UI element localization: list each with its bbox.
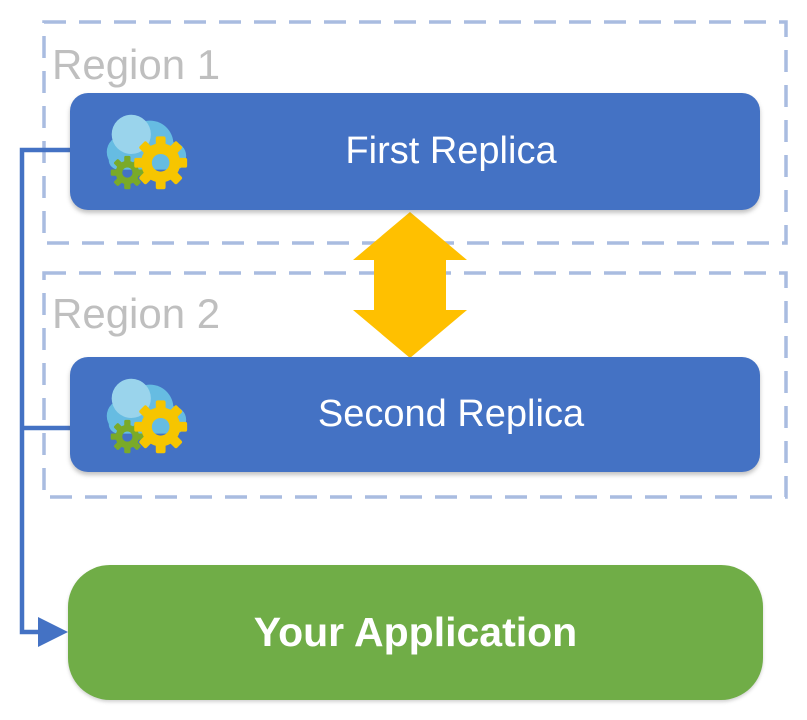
region-1-label: Region 1: [52, 41, 221, 88]
application-label: Your Application: [253, 609, 578, 655]
large-gear-icon: [134, 136, 188, 190]
second-replica-node: Second Replica: [70, 357, 760, 472]
cloud-gears-icon: [106, 114, 188, 190]
connector-line: [19, 147, 70, 635]
first-replica-label: First Replica: [345, 130, 557, 172]
large-gear-icon: [134, 400, 188, 454]
small-gear-icon: [110, 419, 145, 454]
small-gear-icon: [110, 155, 145, 190]
second-replica-label: Second Replica: [317, 393, 585, 435]
up-down-arrow-icon: [353, 212, 467, 358]
region-2-label: Region 2: [52, 290, 221, 337]
first-replica-node: First Replica: [70, 93, 760, 210]
right-arrowhead-icon: [38, 617, 68, 647]
application-node: Your Application: [68, 565, 763, 700]
cloud-gears-icon: [106, 378, 188, 454]
